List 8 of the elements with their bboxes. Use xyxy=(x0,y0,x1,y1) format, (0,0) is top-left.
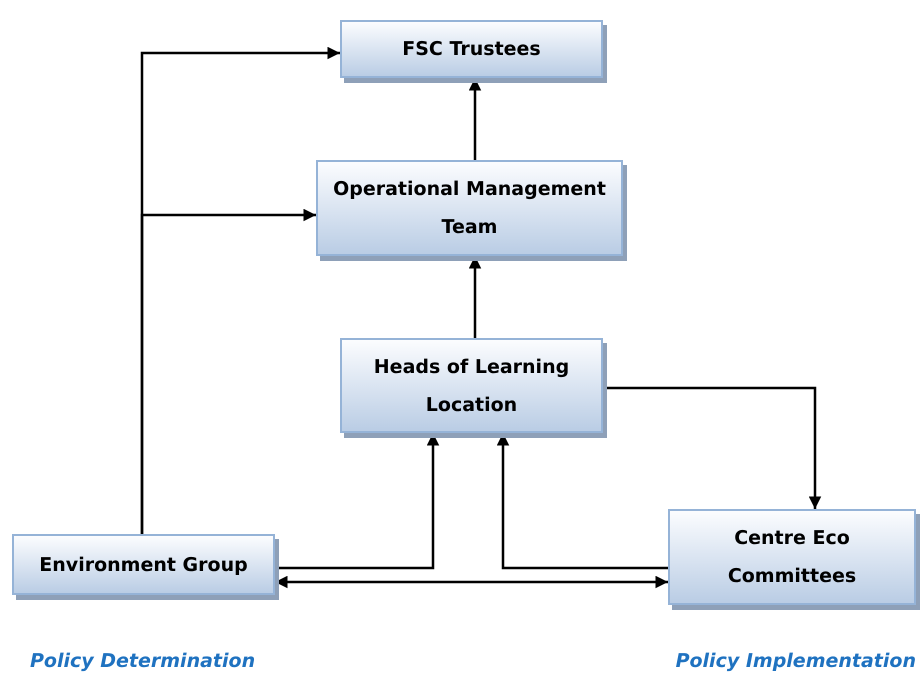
section-label: Policy Determination xyxy=(30,650,256,672)
node-label: Operational Management Team xyxy=(332,177,607,240)
arrow xyxy=(140,208,316,534)
node-label: Environment Group xyxy=(38,552,249,578)
node-label: Centre Eco Committees xyxy=(726,526,858,589)
section-label: Policy Implementation xyxy=(676,650,916,672)
node-label: FSC Trustees xyxy=(401,37,542,62)
node-label: Heads of Learning Location xyxy=(372,354,570,418)
